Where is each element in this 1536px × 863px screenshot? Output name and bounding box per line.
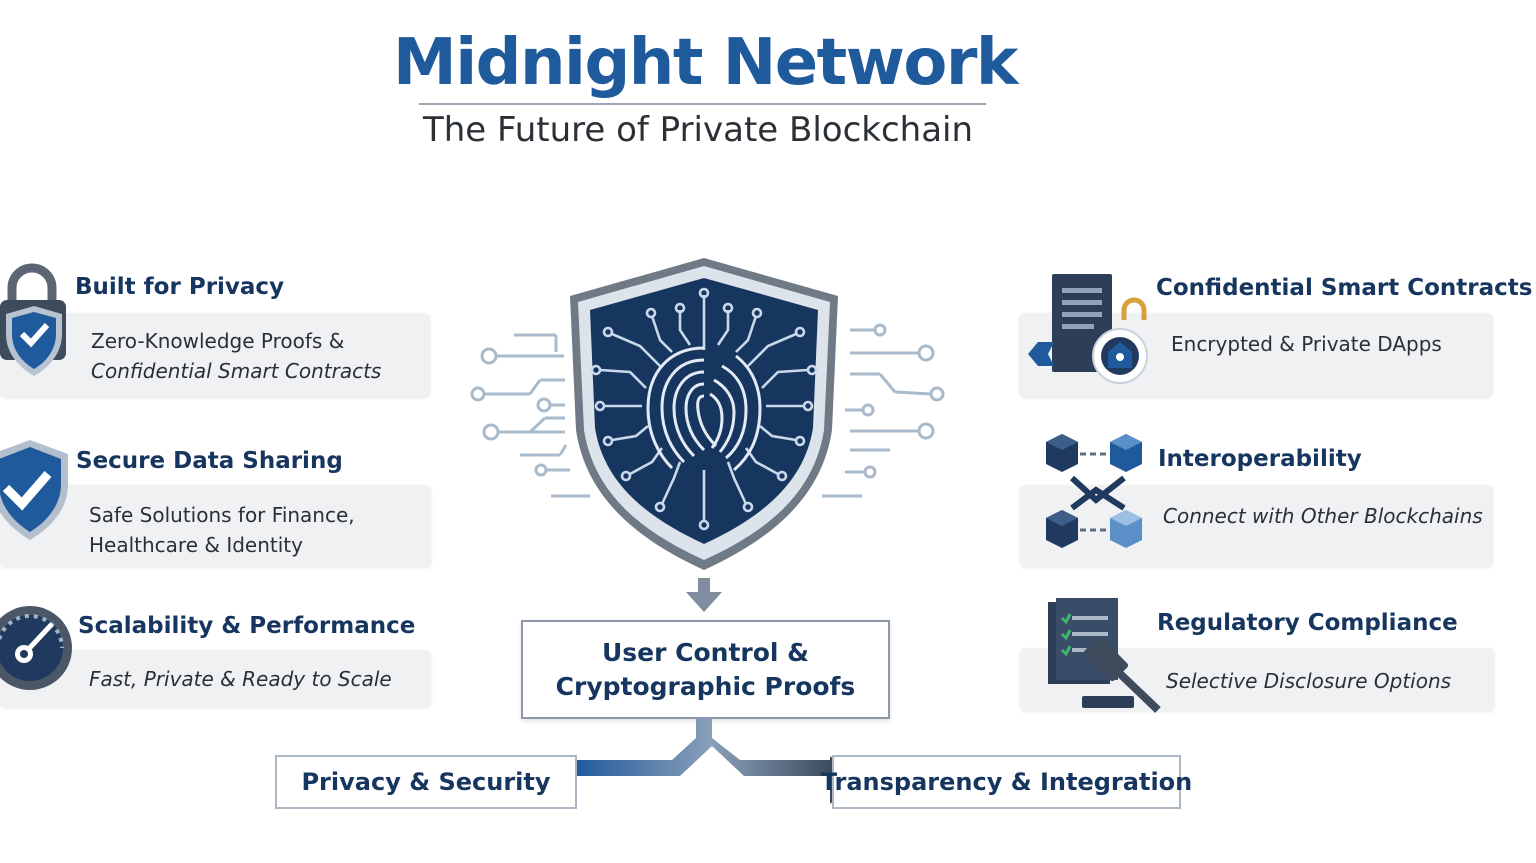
privacy-desc-line2: Confidential Smart Contracts — [91, 359, 382, 383]
smart-contracts-desc: Encrypted & Private DApps — [1171, 332, 1442, 356]
split-arrows — [548, 718, 858, 804]
privacy-desc-line1: Zero-Knowledge Proofs & — [91, 329, 345, 353]
user-control-box: User Control & Cryptographic Proofs — [521, 620, 890, 719]
user-control-line2: Cryptographic Proofs — [555, 671, 856, 701]
data-sharing-desc-line2: Healthcare & Identity — [89, 533, 303, 557]
connected-blocks-icon — [1046, 434, 1142, 548]
title-divider — [419, 103, 986, 105]
checkmark-shield-icon — [0, 440, 68, 540]
fingerprint-circuit-shield-icon — [470, 258, 945, 570]
privacy-title: Built for Privacy — [75, 274, 285, 300]
interoperability-title: Interoperability — [1158, 446, 1362, 472]
speedometer-icon — [0, 606, 72, 690]
data-sharing-title: Secure Data Sharing — [76, 448, 343, 474]
transparency-integration-box: Transparency & Integration — [821, 755, 1192, 809]
user-control-line1: User Control & — [601, 637, 809, 667]
compliance-title: Regulatory Compliance — [1157, 610, 1458, 636]
interoperability-desc: Connect with Other Blockchains — [1163, 504, 1483, 528]
down-arrow-icon — [686, 578, 722, 612]
scalability-title: Scalability & Performance — [78, 613, 416, 639]
scalability-desc: Fast, Private & Ready to Scale — [89, 667, 392, 691]
data-sharing-desc-line1: Safe Solutions for Finance, — [89, 503, 355, 527]
gavel-document-icon — [1048, 598, 1161, 713]
page-title: Midnight Network — [393, 26, 1018, 100]
lock-shield-icon — [0, 263, 66, 376]
data-sharing-card — [0, 485, 431, 567]
page-subtitle: The Future of Private Blockchain — [422, 110, 974, 150]
privacy-security-box: Privacy & Security — [275, 755, 577, 809]
compliance-desc: Selective Disclosure Options — [1166, 669, 1452, 693]
privacy-card — [0, 313, 430, 397]
contract-lock-icon — [1028, 274, 1148, 384]
scalability-card — [0, 650, 431, 707]
smart-contracts-title: Confidential Smart Contracts — [1156, 275, 1533, 301]
